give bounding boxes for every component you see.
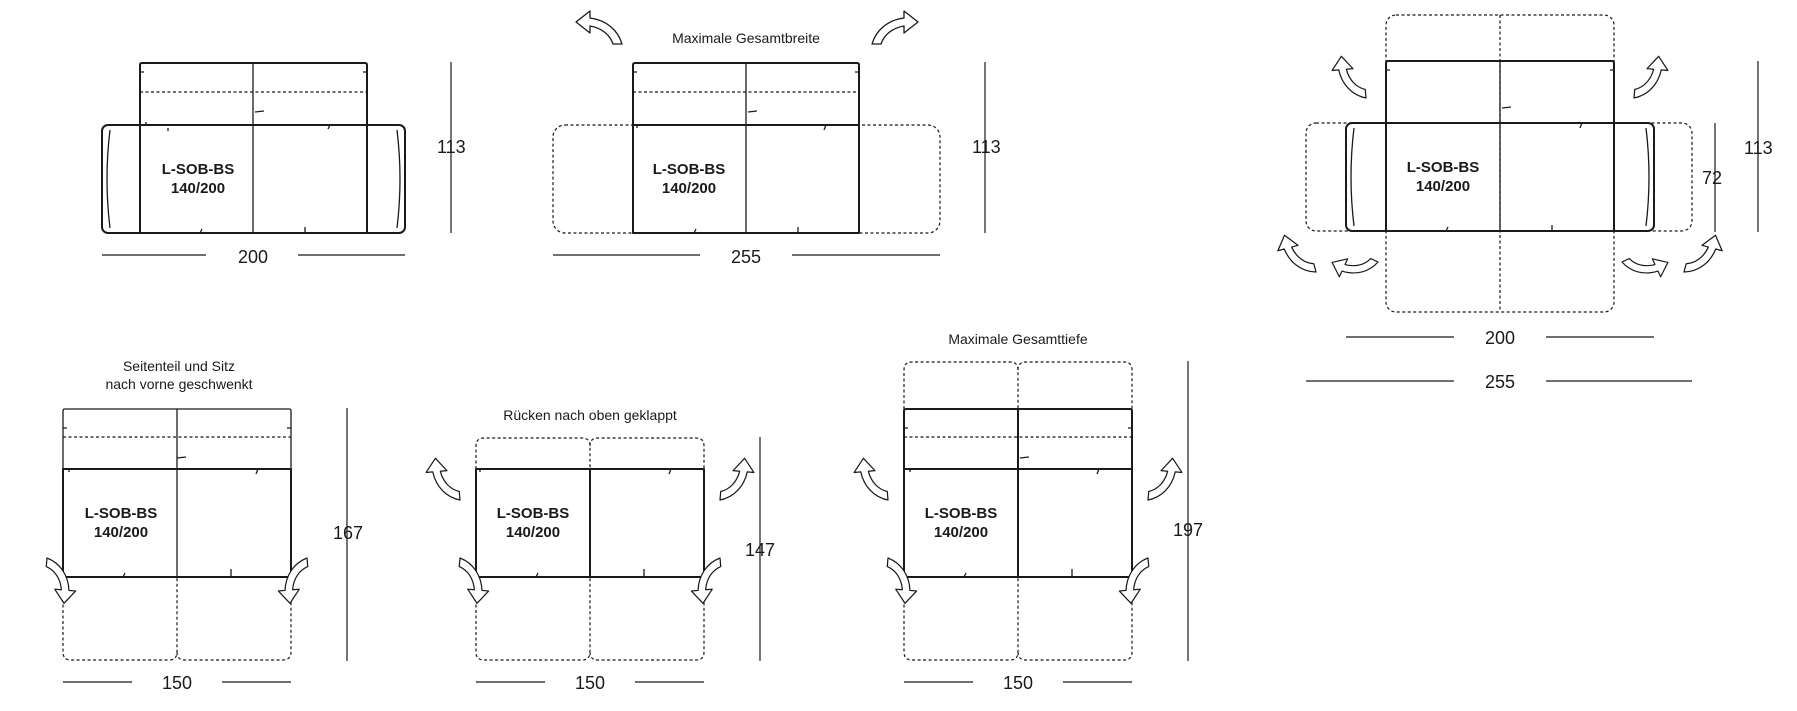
caption-line-2: nach vorne geschwenkt: [105, 376, 252, 392]
inner-width-dimension: 200: [1485, 328, 1515, 348]
width-dimension: 150: [1003, 673, 1033, 693]
diagram-3-all-positions: L-SOB-BS 140/200 200 255 72 113: [1273, 14, 1773, 392]
model-code: L-SOB-BS: [497, 505, 570, 522]
rotate-down-right-icon: [275, 557, 312, 605]
height-dimension: 167: [333, 523, 363, 543]
model-code: L-SOB-BS: [85, 505, 158, 522]
diagram-1-standard: L-SOB-BS 140/200 200 113: [101, 62, 466, 267]
caption: Maximale Gesamttiefe: [948, 331, 1087, 347]
diagram-4-side-and-seat-forward: Seitenteil und Sitz nach vorne geschwenk…: [42, 358, 363, 693]
height-dimension: 113: [437, 137, 466, 157]
diagram-5-back-raised: Rücken nach oben geklappt L-SOB-BS 140/2…: [424, 407, 775, 693]
height-dimension: 197: [1173, 520, 1203, 540]
height-dimension: 147: [745, 540, 775, 560]
extended-seat-outline: [475, 577, 705, 661]
raised-back-outline: [903, 361, 1133, 409]
model-code: L-SOB-BS: [1407, 159, 1480, 176]
width-dimension: 255: [731, 247, 761, 267]
outer-height-dimension: 113: [1744, 138, 1773, 158]
height-dimension: 113: [972, 137, 1001, 157]
rotate-outer-left-icon: [1273, 229, 1317, 281]
rotate-outer-right-icon: [1683, 229, 1727, 281]
rotate-down-left-icon: [42, 557, 79, 605]
width-dimension: 150: [575, 673, 605, 693]
rotate-down-left-icon: [455, 557, 492, 605]
rotate-inner-left-icon: [1327, 243, 1379, 290]
rotate-down-right-icon: [1116, 557, 1153, 605]
rotate-up-left-icon: [1330, 53, 1367, 102]
rotate-up-left-icon: [852, 455, 889, 504]
model-size: 140/200: [506, 524, 560, 541]
caption: Maximale Gesamtbreite: [672, 30, 820, 46]
width-dimension: 200: [238, 247, 268, 267]
rotate-up-right-icon: [1147, 455, 1184, 504]
model-size: 140/200: [1416, 178, 1470, 195]
armrest-left-right: [106, 129, 401, 229]
extended-seat-outline: [62, 577, 292, 661]
rotate-inner-right-icon: [1621, 243, 1673, 290]
model-size: 140/200: [171, 180, 225, 197]
inner-height-dimension: 72: [1702, 168, 1722, 188]
model-code: L-SOB-BS: [162, 161, 235, 178]
rotate-left-icon: [575, 10, 623, 45]
diagram-2-max-width: Maximale Gesamtbreite L-SOB-BS 140/200 2…: [552, 10, 1001, 267]
rotate-up-left-icon: [424, 455, 461, 504]
model-code: L-SOB-BS: [653, 161, 726, 178]
model-size: 140/200: [934, 524, 988, 541]
caption-line-1: Seitenteil und Sitz: [123, 358, 235, 374]
outer-width-dimension: 255: [1485, 372, 1515, 392]
rotate-up-right-icon: [719, 455, 756, 504]
rotate-right-icon: [871, 10, 919, 45]
width-dimension: 150: [162, 673, 192, 693]
rotate-down-left-icon: [883, 557, 920, 605]
diagram-6-max-depth: Maximale Gesamttiefe L-SOB-BS 140/200 15…: [852, 331, 1203, 693]
extended-seat-outline: [903, 577, 1133, 661]
caption: Rücken nach oben geklappt: [503, 407, 677, 423]
model-size: 140/200: [94, 524, 148, 541]
rotate-down-right-icon: [688, 557, 725, 605]
model-size: 140/200: [662, 180, 716, 197]
model-code: L-SOB-BS: [925, 505, 998, 522]
rotate-up-right-icon: [1633, 53, 1670, 102]
raised-back-outline: [475, 437, 705, 469]
